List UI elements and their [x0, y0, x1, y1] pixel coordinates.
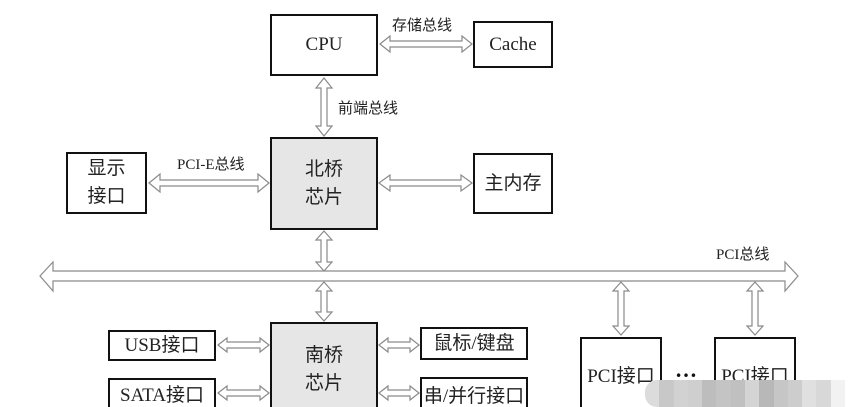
- front-side-bus-arrow: [314, 77, 334, 137]
- cpu-label: CPU: [305, 34, 343, 55]
- cpu-box: CPU: [270, 14, 378, 76]
- pci-bus-label: PCI总线: [716, 247, 770, 263]
- southbridge-label-line1: 南桥: [304, 345, 343, 366]
- northbridge-label-line2: 芯片: [304, 186, 343, 208]
- serial-parallel-box: 串/并行接口: [420, 377, 528, 407]
- usb-interface-box: USB接口: [108, 330, 216, 361]
- sata-interface-box: SATA接口: [108, 378, 216, 407]
- southbridge-label-line2: 芯片: [304, 373, 343, 394]
- northbridge-pci-arrow: [314, 230, 334, 272]
- cache-label: Cache: [489, 33, 537, 55]
- southbridge-box: 南桥 芯片: [270, 322, 378, 407]
- usb-label: USB接口: [124, 334, 200, 356]
- mouse-keyboard-label: 鼠标/键盘: [433, 332, 515, 354]
- pci-slot-1-arrow: [611, 281, 631, 336]
- mouse-keyboard-box: 鼠标/键盘: [420, 327, 528, 360]
- watermark-mosaic: [645, 380, 845, 407]
- pcie-bus-label: PCI-E总线: [177, 157, 245, 173]
- mouse-keyboard-arrow: [378, 336, 420, 354]
- pcie-bus-arrow: [148, 172, 270, 194]
- ellipsis: …: [675, 357, 697, 382]
- usb-arrow: [217, 336, 270, 354]
- display-interface-box: 显示 接口: [66, 152, 147, 214]
- sata-label: SATA接口: [120, 384, 204, 406]
- northbridge-label-line1: 北桥: [304, 158, 343, 180]
- display-label-line2: 接口: [87, 186, 126, 207]
- memory-bus-arrow: [377, 173, 474, 193]
- display-label-line1: 显示: [87, 158, 126, 179]
- pci-bus-arrow: [39, 260, 799, 293]
- storage-bus-arrow: [379, 34, 473, 54]
- front-side-bus-label: 前端总线: [338, 101, 399, 117]
- serial-parallel-label: 串/并行接口: [423, 386, 525, 407]
- pci-southbridge-arrow: [314, 281, 334, 322]
- sata-arrow: [217, 384, 270, 402]
- pci-slot-2-arrow: [745, 281, 765, 336]
- cache-box: Cache: [473, 21, 553, 68]
- storage-bus-label: 存储总线: [392, 18, 453, 34]
- main-memory-box: 主内存: [473, 153, 553, 214]
- main-memory-label: 主内存: [484, 172, 542, 194]
- northbridge-box: 北桥 芯片: [270, 137, 378, 230]
- pci-slot-1-label: PCI接口: [587, 366, 655, 387]
- serial-parallel-arrow: [378, 384, 420, 402]
